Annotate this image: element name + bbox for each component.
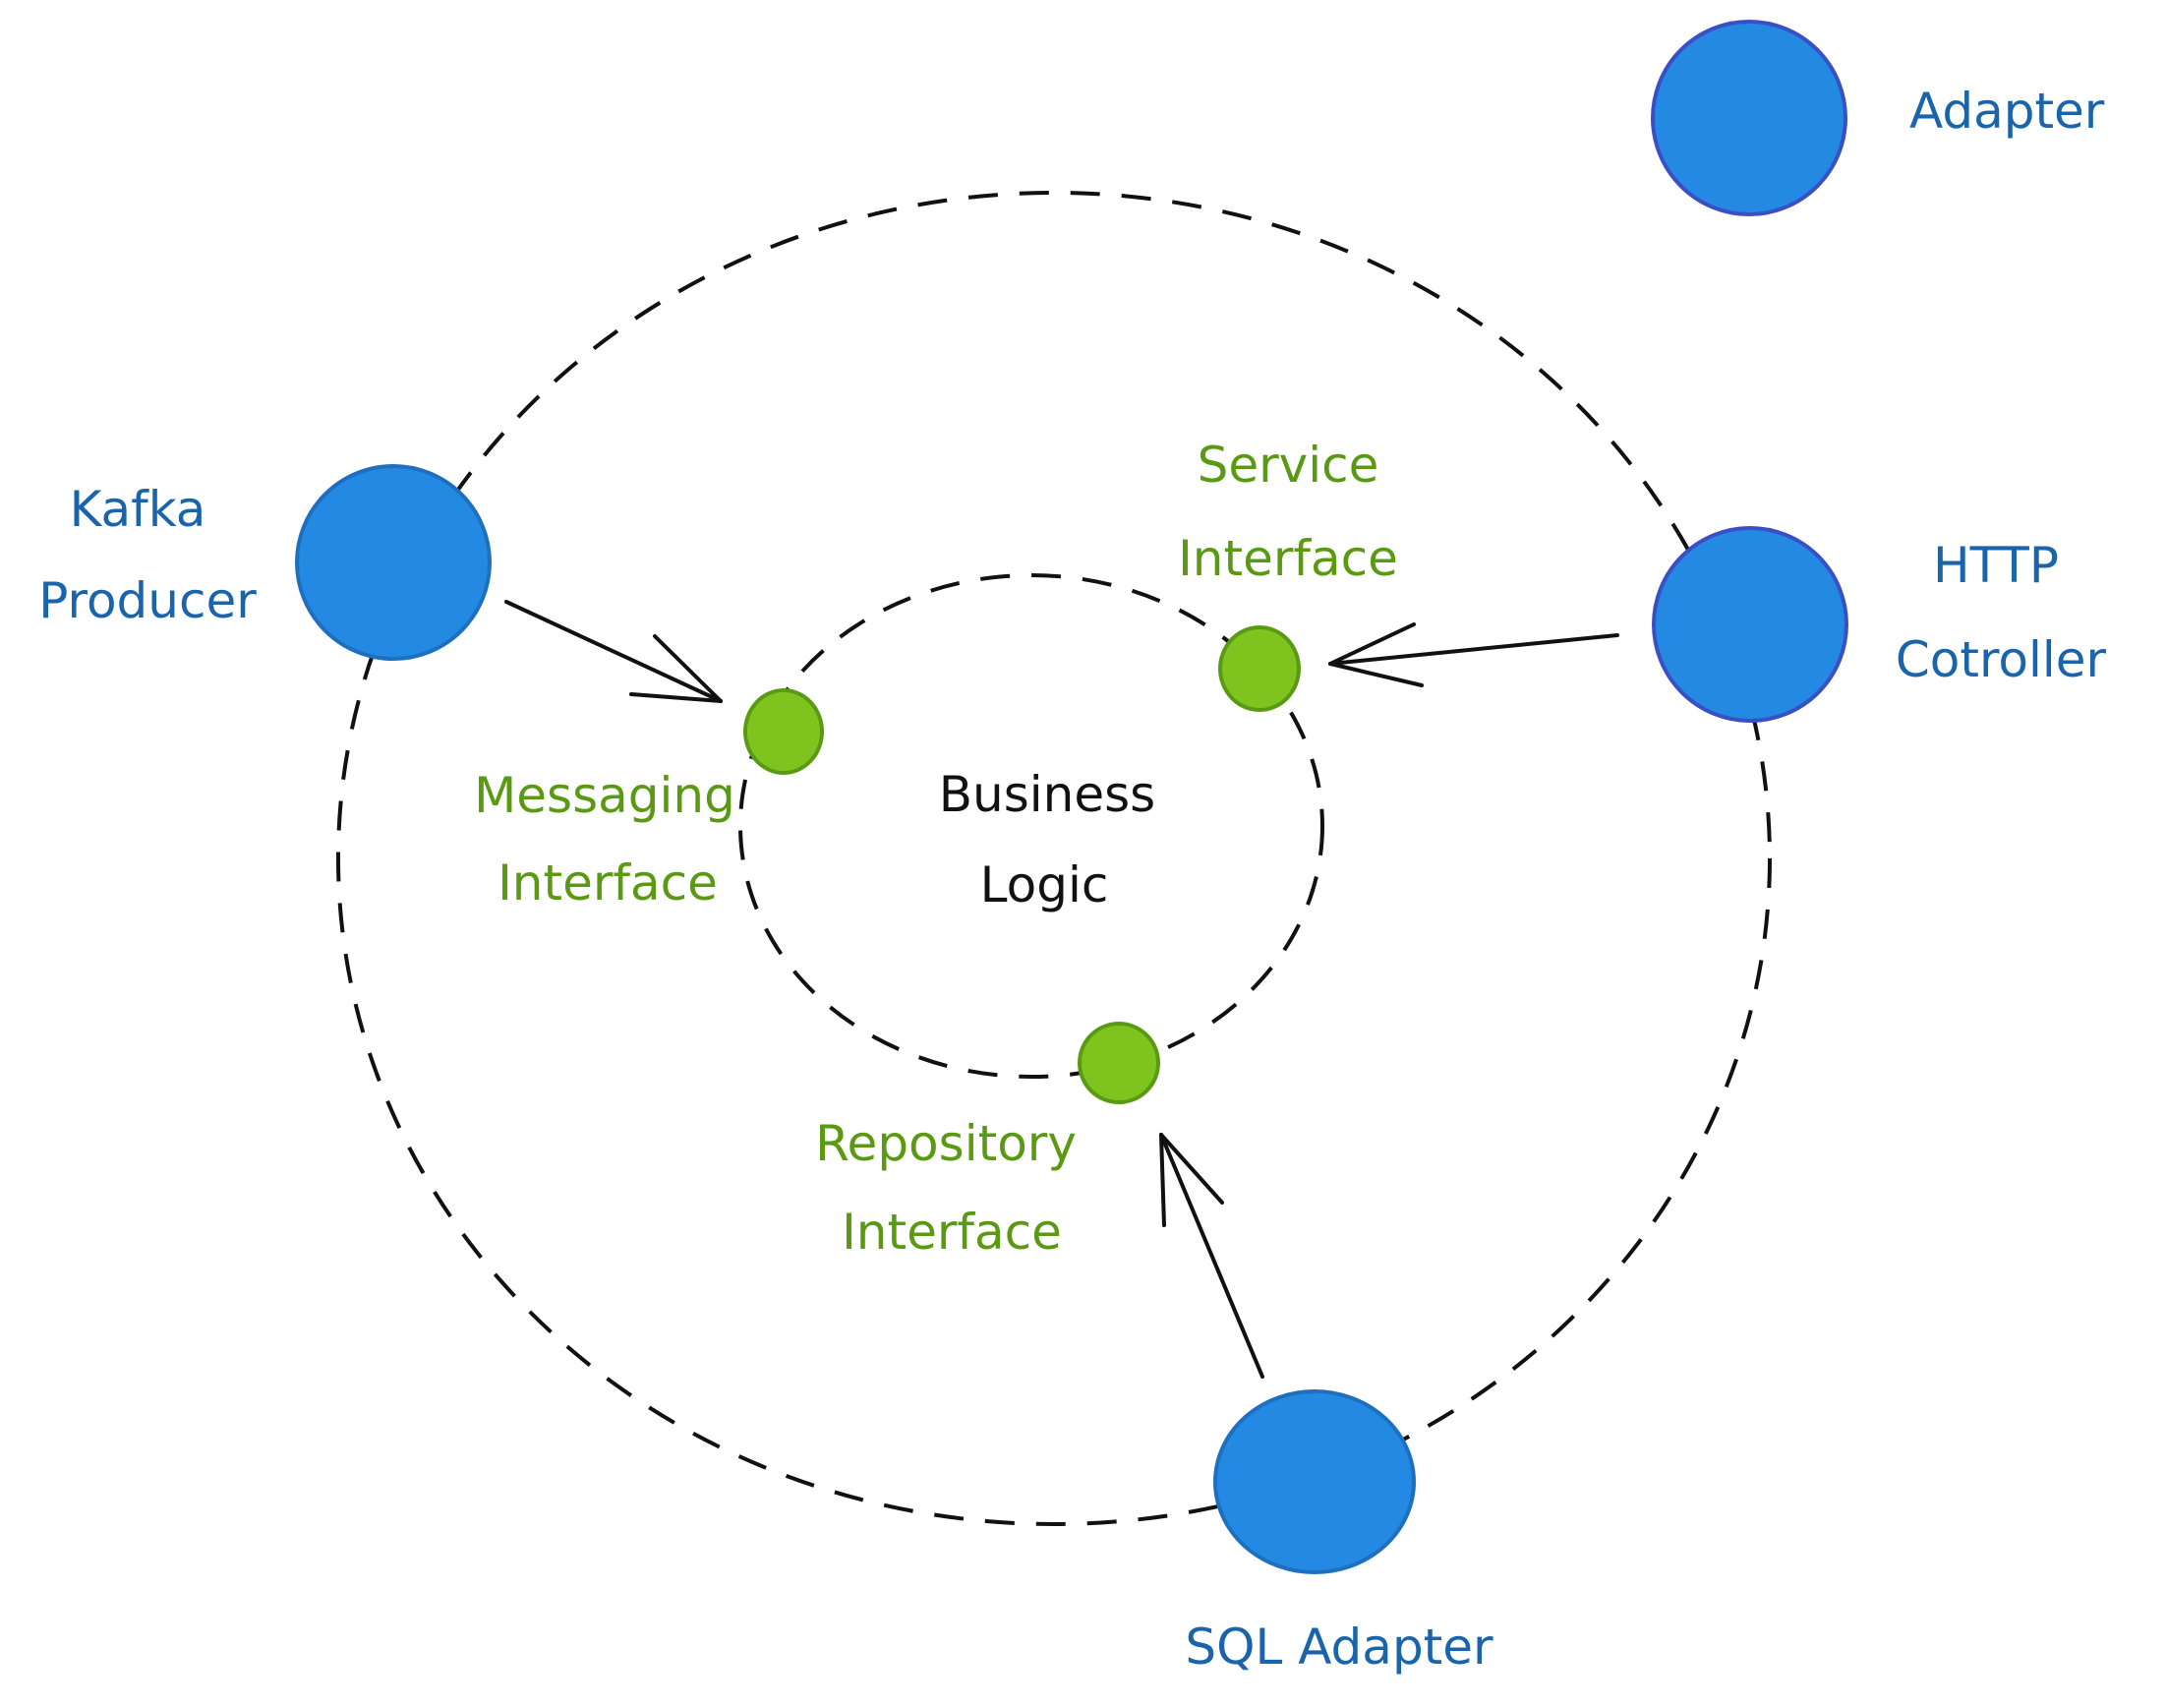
business-logic-line1: Business xyxy=(939,766,1155,823)
repository-label-line2: Interface xyxy=(842,1204,1062,1261)
sql-adapter-label: SQL Adapter xyxy=(1185,1619,1493,1676)
http-label-line2: Cotroller xyxy=(1896,631,2107,688)
service-interface-port[interactable] xyxy=(1218,625,1301,712)
kafka-label-line1: Kafka xyxy=(70,481,206,538)
legend-adapter-label: Adapter xyxy=(1909,83,2105,140)
business-logic-line2: Logic xyxy=(980,856,1109,913)
messaging-label-line1: Messaging xyxy=(474,767,735,824)
adapter-layer-ring xyxy=(336,191,1772,1526)
kafka-to-messaging-arrow xyxy=(504,600,723,703)
kafka-label-line2: Producer xyxy=(38,572,257,629)
http-to-service-arrow xyxy=(1328,622,1619,687)
kafka-producer-node[interactable] xyxy=(295,464,492,661)
business-logic-ring xyxy=(738,573,1324,1079)
repository-label-line1: Repository xyxy=(815,1115,1077,1172)
http-label-line1: HTTP xyxy=(1933,537,2059,594)
service-label-line2: Interface xyxy=(1178,530,1398,587)
sql-to-repository-arrow xyxy=(1159,1133,1264,1379)
legend-adapter-node xyxy=(1651,20,1847,216)
service-label-line1: Service xyxy=(1198,437,1379,494)
sql-adapter-node[interactable] xyxy=(1213,1389,1416,1574)
messaging-label-line2: Interface xyxy=(498,854,718,912)
http-controller-node[interactable] xyxy=(1652,526,1848,723)
messaging-interface-port[interactable] xyxy=(743,688,824,775)
repository-interface-port[interactable] xyxy=(1078,1022,1160,1104)
